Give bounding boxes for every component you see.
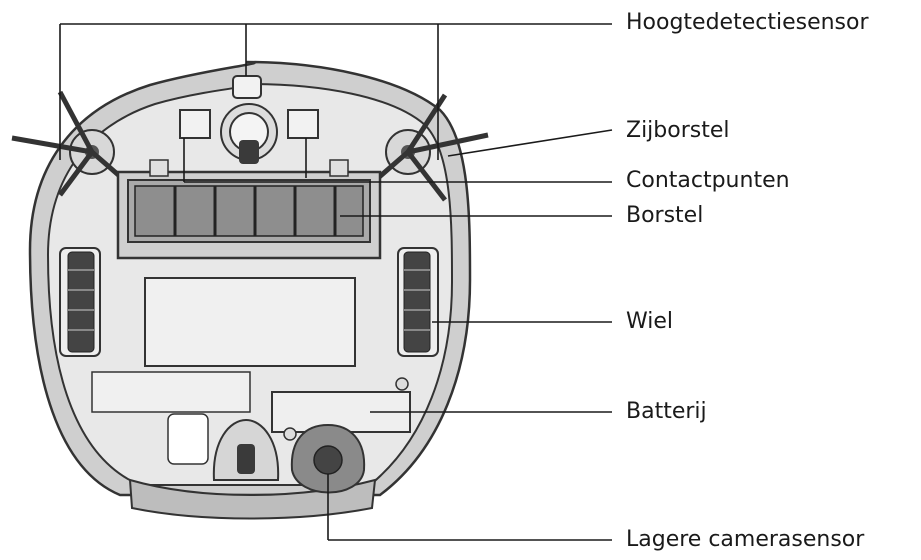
side-brush-right (368, 93, 489, 202)
front-bumper (128, 478, 377, 520)
label-wheel: Wiel (626, 309, 674, 334)
rear-socket (167, 413, 209, 465)
label-height-sensor: Hoogtedetectiesensor (626, 10, 869, 35)
main-brush-housing (116, 159, 382, 260)
center-panel (144, 277, 356, 367)
leader-lines (59, 23, 613, 541)
label-lower-camera: Lagere camerasensor (626, 527, 865, 552)
label-battery: Batterij (626, 399, 707, 424)
height-sensor-front (232, 75, 262, 99)
wheel-right (397, 247, 439, 357)
label-brush: Borstel (626, 203, 704, 228)
rear-caster (212, 418, 280, 481)
front-caster (220, 103, 278, 164)
label-contacts: Contactpunten (626, 168, 790, 193)
lower-camera-sensor (290, 423, 366, 494)
lower-panel (91, 371, 251, 413)
side-brush-left (11, 90, 132, 197)
height-sensor-left (179, 109, 211, 139)
wheel-left (59, 247, 101, 357)
height-sensor-right (287, 109, 319, 139)
label-side-brush: Zijborstel (626, 118, 730, 143)
